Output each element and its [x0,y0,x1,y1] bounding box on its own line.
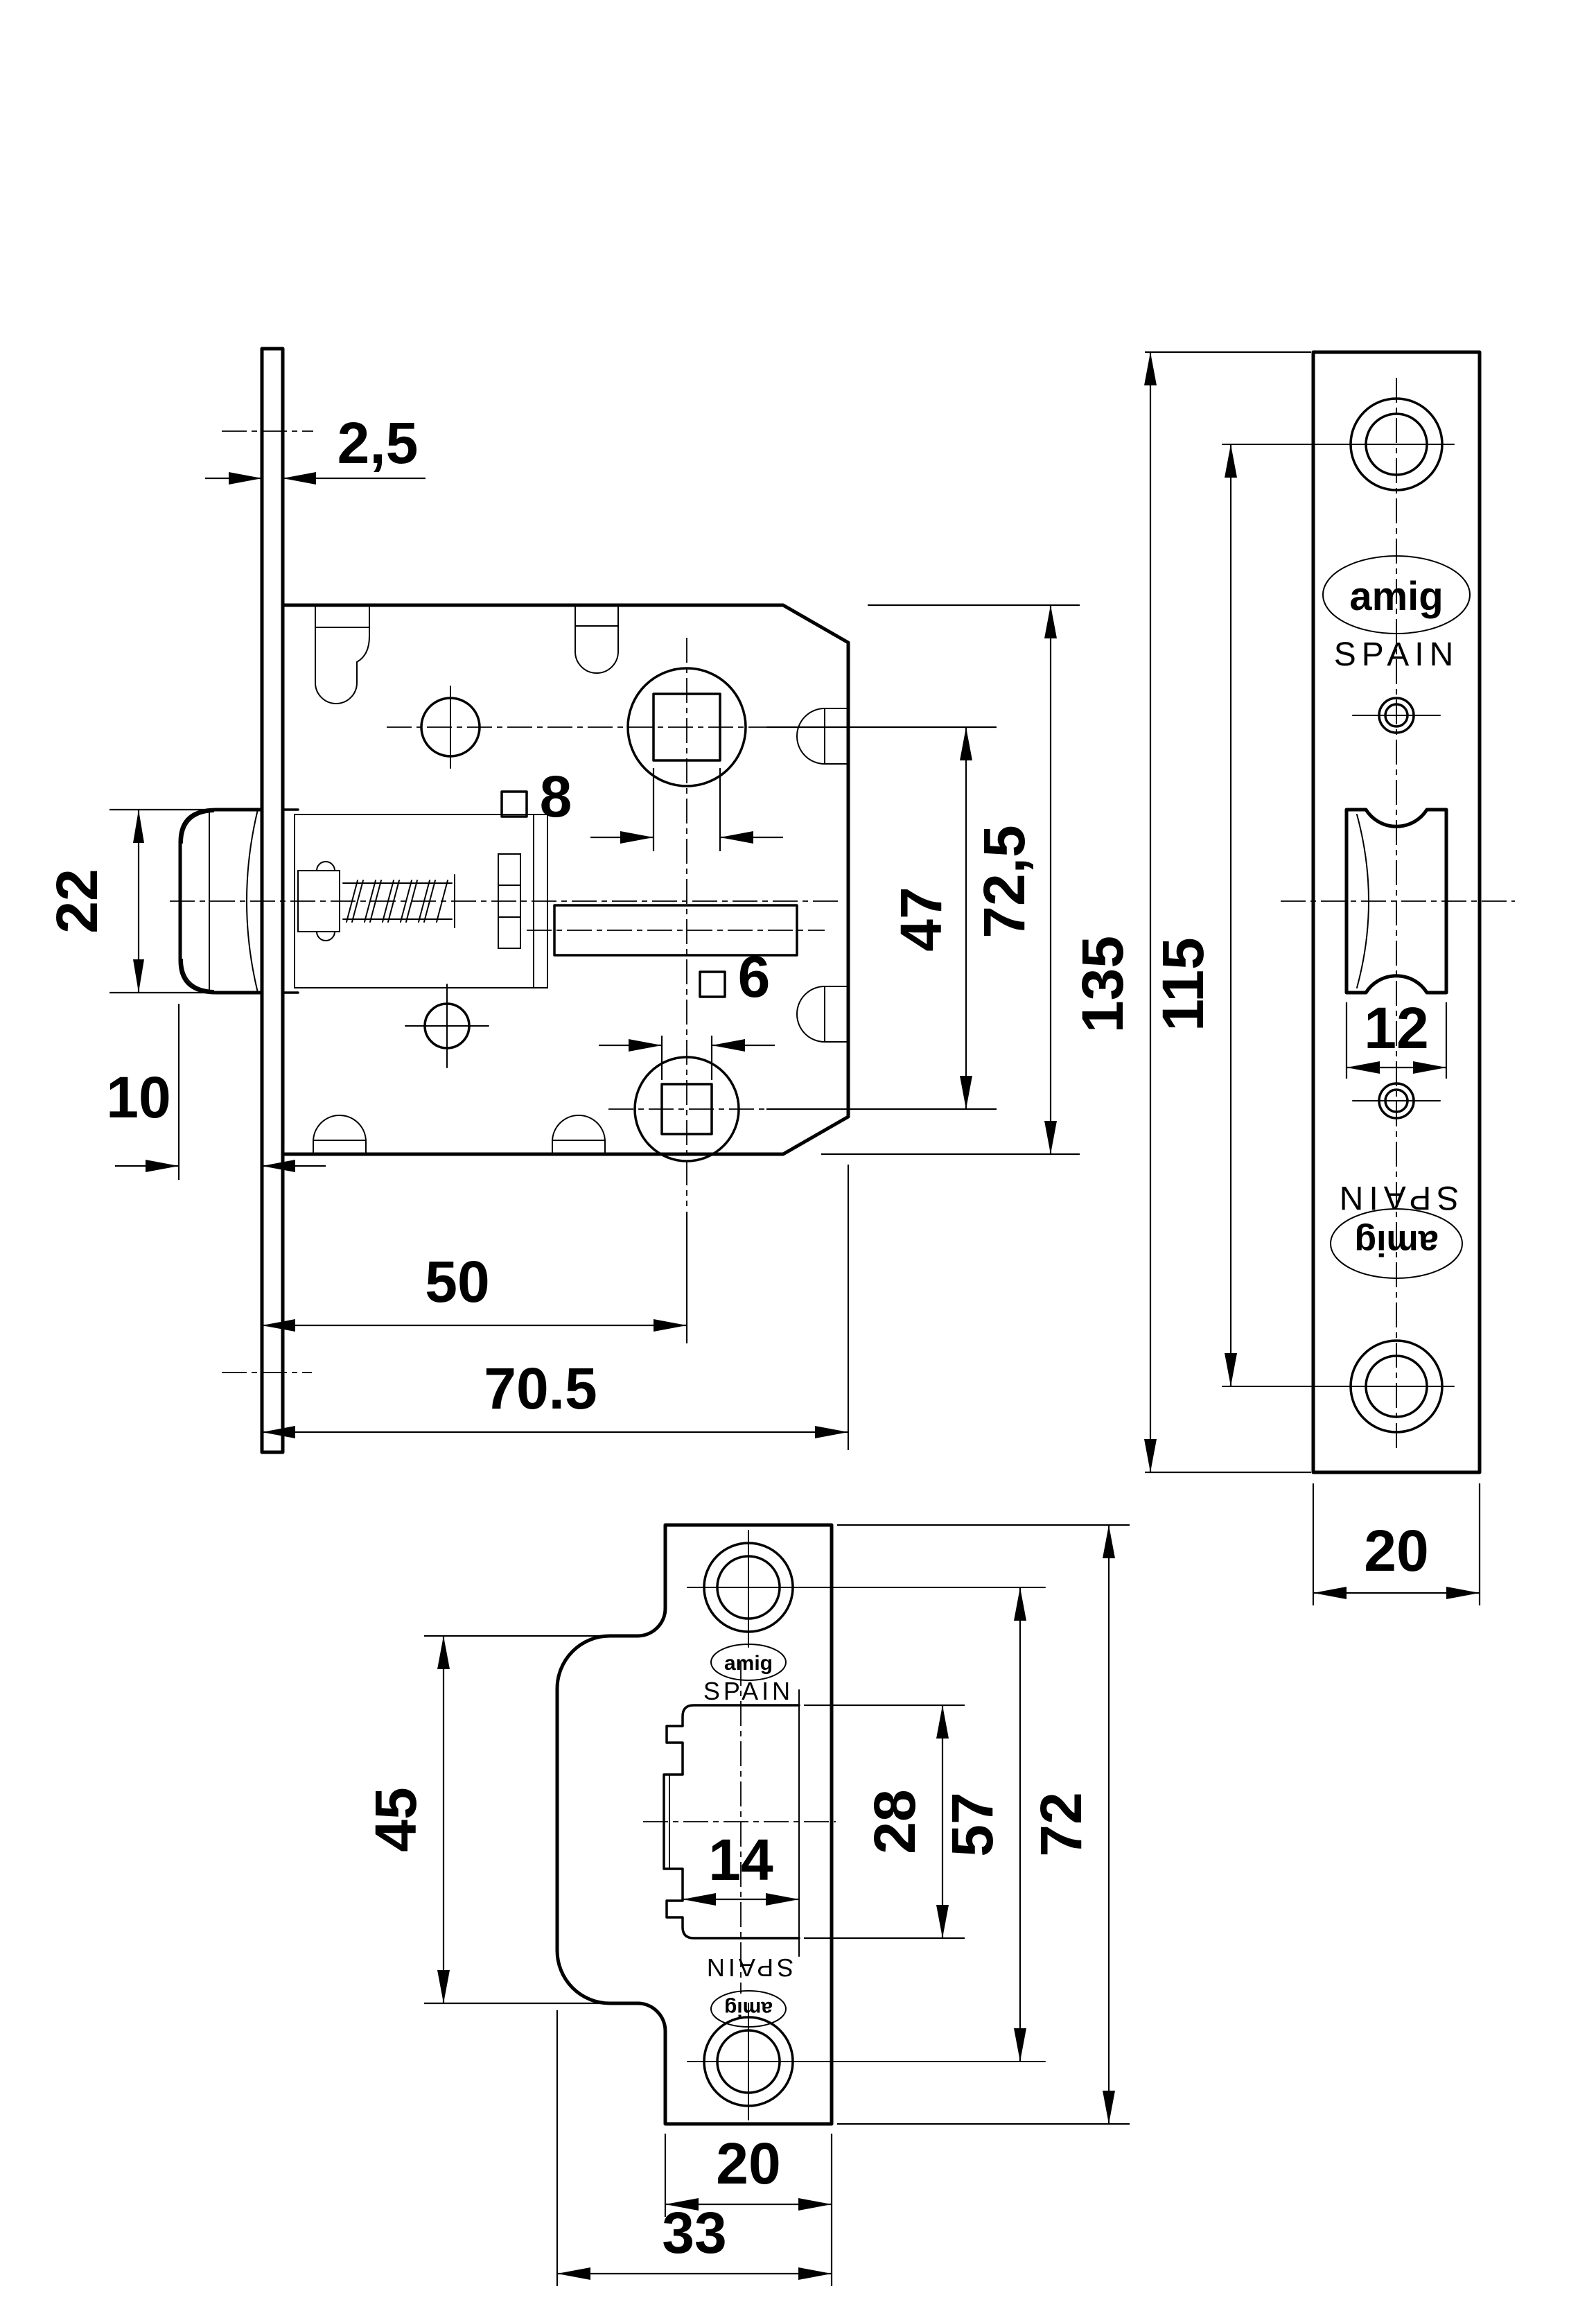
dim-label-follower-spacing: 47 [888,887,954,951]
dim-label-backset: 50 [425,1249,489,1314]
strike-plate-outline [555,1523,834,2126]
lock-case-outline [281,603,850,1156]
faceplate-front [1311,350,1482,1474]
dim-latch-height: 22 [44,808,216,994]
case-right-bumps [796,708,849,1043]
dim-label-opening-height: 28 [862,1789,927,1854]
dim-label-latch-projection: 10 [106,1065,170,1130]
dim-label-strike-height: 72 [1028,1792,1094,1856]
dim-label-case-height: 72,5 [972,825,1037,939]
pin-hole-upper [1352,697,1441,734]
case-bottom-tabs [313,1115,606,1153]
dim-follower-spacing: 47 [766,726,997,1110]
dim-label-latch-height: 22 [44,869,109,933]
dim-case-depth: 70.5 [262,1165,850,1450]
dim-strike-total-width: 33 [556,2010,832,2286]
faceplate-view: amig SPAIN 12 [1070,350,1515,1605]
dim-label-spindle-bottom: 6 [738,944,771,1009]
dim-label-plate-height: 135 [1070,936,1135,1033]
brand-logo-top: amig SPAIN [1322,555,1471,673]
dim-screw-spacing: 115 [1150,444,1237,1386]
dim-label-spindle-top: 8 [540,764,572,829]
dim-plate-height: 135 [1070,351,1311,1474]
brand-logo-bottom-inverted: SPAIN amig [1330,1179,1463,1279]
country-text-bottom: SPAIN [1334,1179,1459,1216]
guide-bar [553,904,798,957]
dim-lip-height: 45 [363,1635,604,2005]
amig-logo-icon [1330,1208,1463,1279]
dim-strike-width: 20 [664,2131,833,2286]
dim-label-strike-width: 20 [716,2131,780,2196]
amig-logo-icon [710,1990,787,2028]
latch-front [1344,808,1448,995]
strike-country-text-top: SPAIN [703,1677,793,1705]
dim-label-faceplate-thickness: 2,5 [337,410,419,476]
dim-spindle-top: 8 [500,764,783,851]
faceplate-edge [260,347,285,1454]
dim-label-opening-width: 14 [708,1827,773,1892]
dim-label-lip-height: 45 [363,1787,428,1851]
dim-plate-width: 20 [1312,1483,1481,1605]
dim-backset: 50 [262,1212,688,1343]
strike-brand-text-top: amig [724,1652,773,1675]
dim-label-plate-width: 20 [1364,1518,1428,1583]
dim-label-screw-spacing: 115 [1150,937,1216,1031]
dim-opening-width: 14 [683,1827,799,1906]
square-symbol-icon [699,970,726,998]
strike-screw-bottom [687,2003,1046,2120]
centerlines-main [170,430,842,1373]
lock-body-view: 2,5 22 10 50 [44,347,1080,1454]
dim-strike-height: 72 [837,1524,1130,2125]
amig-logo-icon [710,1644,787,1681]
dim-label-case-depth: 70.5 [484,1356,597,1421]
dim-latch-projection: 10 [106,1004,326,1180]
dim-opening-height: 28 [804,1704,965,1940]
pin-hole-lower [1352,1082,1441,1119]
strike-screw-top [687,1530,1046,1648]
case-top-slots [315,606,619,704]
dim-faceplate-thickness: 2,5 [205,410,426,485]
dim-label-latch-width: 12 [1364,995,1428,1061]
dim-label-strike-screw-spacing: 57 [940,1792,1005,1856]
country-text-top: SPAIN [1334,636,1459,673]
strike-brand-bottom-inverted: SPAIN amig [703,1953,793,2028]
dim-strike-screw-spacing: 57 [940,1587,1026,2062]
strike-country-text-bottom: SPAIN [703,1953,793,1982]
dim-label-strike-total-width: 33 [662,2200,726,2265]
spring-coil [342,874,455,928]
dim-spindle-bottom: 6 [599,944,775,1080]
strike-plate-view: amig SPAIN SPAIN amig 45 14 [363,1523,1130,2286]
screw-hole-top [1222,397,1455,491]
amig-logo-icon [1322,555,1471,634]
strike-brand-top: amig SPAIN [703,1644,793,1705]
brand-text-bottom: amig [1354,1223,1438,1263]
screw-hole-bottom [1222,1339,1455,1434]
strike-opening [663,1689,800,1957]
rivet-hole-lower [405,984,489,1068]
square-symbol-icon [500,790,528,818]
strike-brand-text-bottom: amig [724,1997,773,2020]
dim-case-height: 72,5 [821,604,1080,1156]
brand-text-top: amig [1349,574,1443,619]
dim-latch-width: 12 [1345,995,1448,1079]
